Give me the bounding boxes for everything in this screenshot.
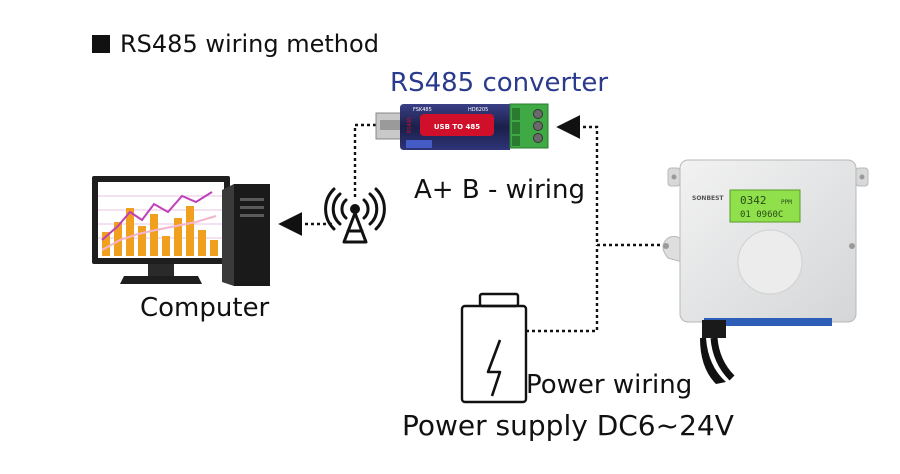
connection-lines <box>278 115 660 333</box>
antenna-icon <box>324 187 386 244</box>
sensor-brand-text: SONBEST <box>692 195 724 202</box>
line-converter-to-antenna <box>353 123 376 198</box>
line-sensor-to-converter <box>556 115 660 247</box>
computer-label: Computer <box>140 293 270 323</box>
title-bullet-icon <box>92 35 110 53</box>
power-supply-label: Power supply DC6~24V <box>402 409 734 442</box>
ab-wiring-label: A+ B - wiring <box>414 175 585 205</box>
converter-badge-text: USB TO 485 <box>434 123 480 131</box>
title-text: RS485 wiring method <box>120 30 379 58</box>
battery-icon <box>460 292 528 404</box>
computer-icon <box>92 176 270 286</box>
line-power-to-sensor <box>526 245 599 333</box>
converter-top-right-text: HD6205 <box>468 107 488 113</box>
lcd-unit: PPM <box>781 199 792 206</box>
lcd-status: 01 0960C <box>740 210 783 220</box>
converter-side-text: RS485 <box>407 117 413 133</box>
converter-top-left-text: FSK485 <box>413 107 432 113</box>
diagram-title: RS485 wiring method <box>92 30 379 58</box>
usb-converter-icon: FSK485 HD6205 USB TO 485 RS485 <box>375 103 549 150</box>
power-wiring-label: Power wiring <box>526 370 693 400</box>
sensor-device-icon: SONBEST 0342 PPM 01 0960C <box>662 159 869 384</box>
lcd-reading: 0342 <box>740 194 767 207</box>
converter-label: RS485 converter <box>390 68 609 98</box>
